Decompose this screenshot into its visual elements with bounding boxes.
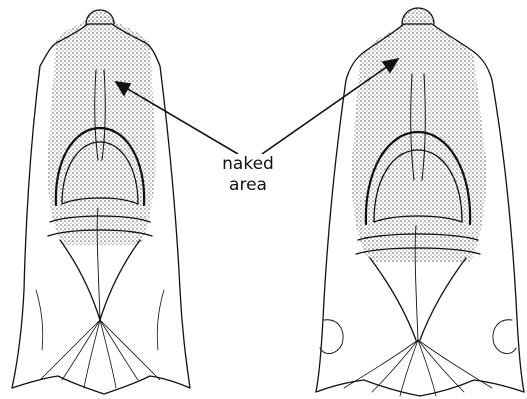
right-head-drawing <box>316 8 524 396</box>
label-line-area: area <box>213 175 283 196</box>
left-snout-tip <box>86 10 114 24</box>
naked-area-label: naked area <box>213 154 283 196</box>
left-head-drawing <box>12 10 190 394</box>
right-snout-tip <box>402 8 434 24</box>
right-naked-area-stipple <box>352 19 487 263</box>
left-naked-area-stipple <box>48 16 156 245</box>
label-line-naked: naked <box>213 154 283 175</box>
